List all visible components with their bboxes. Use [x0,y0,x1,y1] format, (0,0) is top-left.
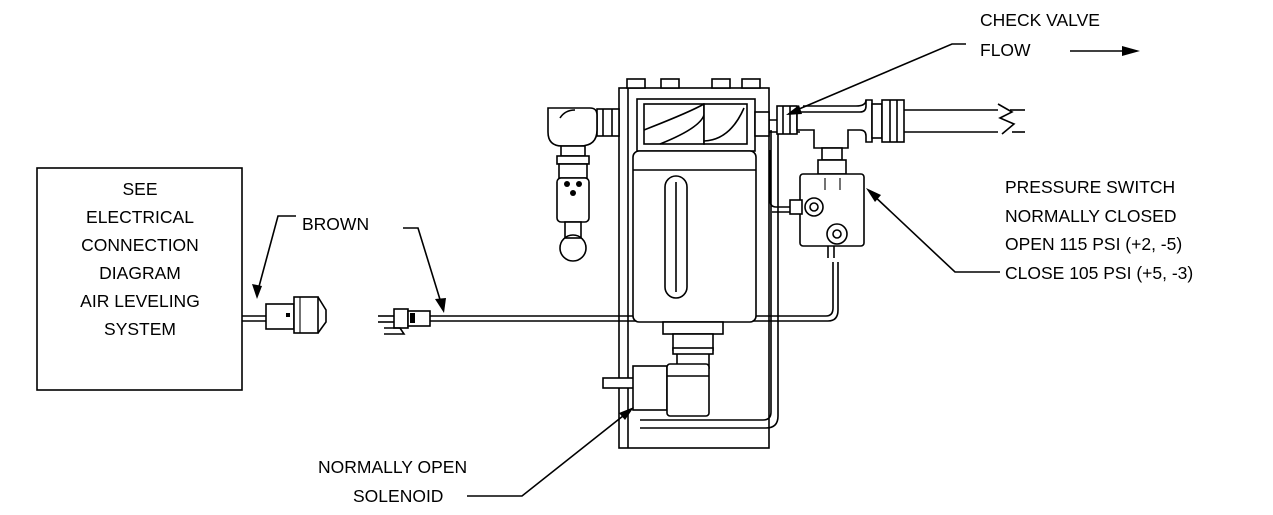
harness-connector-right [378,308,431,335]
pressure-switch-label-4: CLOSE 105 PSI (+5, -3) [1005,263,1193,283]
harness-connector-left [242,296,327,334]
electrical-reference-box: SEE ELECTRICAL CONNECTION DIAGRAM AIR LE… [36,167,243,391]
see-box-line-4: DIAGRAM [99,263,181,283]
see-box-line-2: ELECTRICAL [86,207,194,227]
pressure-switch [789,147,865,247]
see-box-line-1: SEE [122,179,157,199]
pressure-switch-label-3: OPEN 115 PSI (+2, -5) [1005,234,1182,254]
check-valve-fitting [754,99,1025,149]
pressure-switch-label-1: PRESSURE SWITCH [1005,177,1175,197]
solenoid-label-2: SOLENOID [353,486,443,506]
see-box-line-3: CONNECTION [81,235,199,255]
solenoid-valve [602,363,710,417]
flow-label-text: FLOW [980,40,1031,60]
air-dryer-assembly [618,78,770,449]
see-box-line-6: SYSTEM [104,319,176,339]
mounting-bracket [618,87,770,449]
flow-direction-arrow [1070,46,1140,56]
elbow-and-purge-valve [547,107,620,262]
reference-box-frame [36,167,243,391]
leader-solenoid [467,407,634,497]
see-box-line-5: AIR LEVELING [80,291,200,311]
pressure-switch-label-2: NORMALLY CLOSED [1005,206,1177,226]
check-valve-label: CHECK VALVE [980,10,1100,30]
leader-brown-wire [403,227,446,313]
purge-valve-ring [559,234,587,262]
solenoid-label-1: NORMALLY OPEN [318,457,467,477]
leader-pressure-switch [866,188,1000,273]
brown-wire-label: BROWN [302,214,369,234]
leader-check-valve [786,43,966,115]
leader-connector-left [252,215,296,299]
